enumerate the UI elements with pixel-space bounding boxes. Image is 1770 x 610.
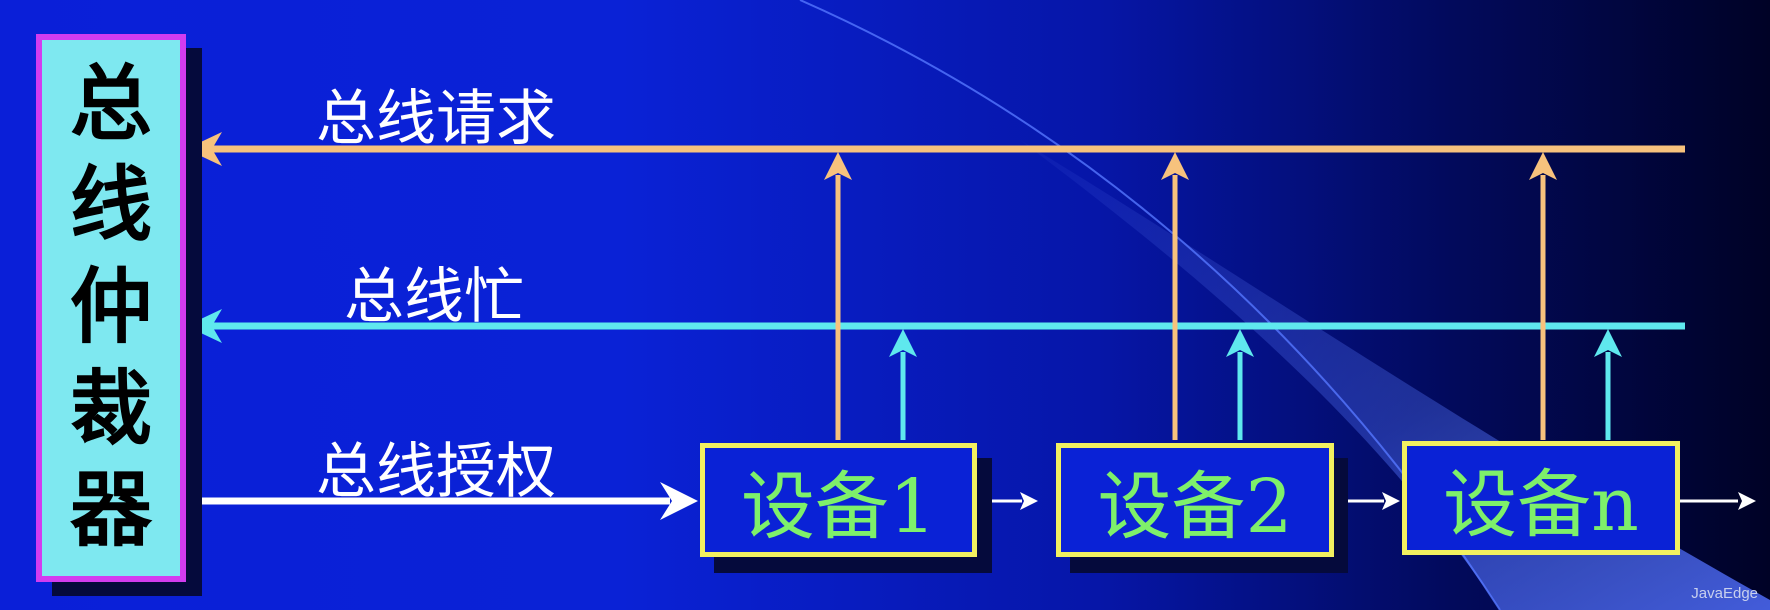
watermark: JavaEdge [1691, 585, 1758, 602]
device-1-box: 设备1 [700, 443, 977, 557]
device-1-label: 设备1 [740, 463, 937, 550]
chain-arrowhead-2-n [1382, 492, 1400, 510]
bus-grant-arrowhead [660, 482, 698, 520]
device-n-box: 设备n [1402, 441, 1680, 555]
bus-request-arrowhead [186, 132, 222, 166]
bus-busy-label: 总线忙 [344, 262, 524, 332]
device-n-label: 设备n [1443, 461, 1639, 548]
arbiter-char: 总 [69, 56, 152, 152]
bus-grant-label: 总线授权 [316, 437, 556, 507]
arbiter-char: 仲 [69, 259, 152, 355]
chain-arrowhead-1-2 [1020, 492, 1038, 510]
bus-request-label: 总线请求 [316, 84, 556, 154]
device1-request-arrowhead [824, 152, 852, 180]
devicen-busy-arrowhead [1594, 329, 1622, 357]
arbiter-char: 线 [69, 158, 152, 254]
device1-busy-arrowhead [889, 329, 917, 357]
arbiter-char: 裁 [69, 361, 152, 457]
device2-busy-arrowhead [1226, 329, 1254, 357]
device2-request-arrowhead [1161, 152, 1189, 180]
device-2-label: 设备2 [1097, 463, 1293, 550]
chain-arrowhead-out [1738, 492, 1756, 510]
bus-arbiter-box: 总 线 仲 裁 器 [36, 34, 186, 582]
bus-busy-arrowhead [186, 309, 222, 343]
device-2-box: 设备2 [1056, 443, 1334, 557]
arbiter-char: 器 [69, 463, 152, 559]
devicen-request-arrowhead [1529, 152, 1557, 180]
